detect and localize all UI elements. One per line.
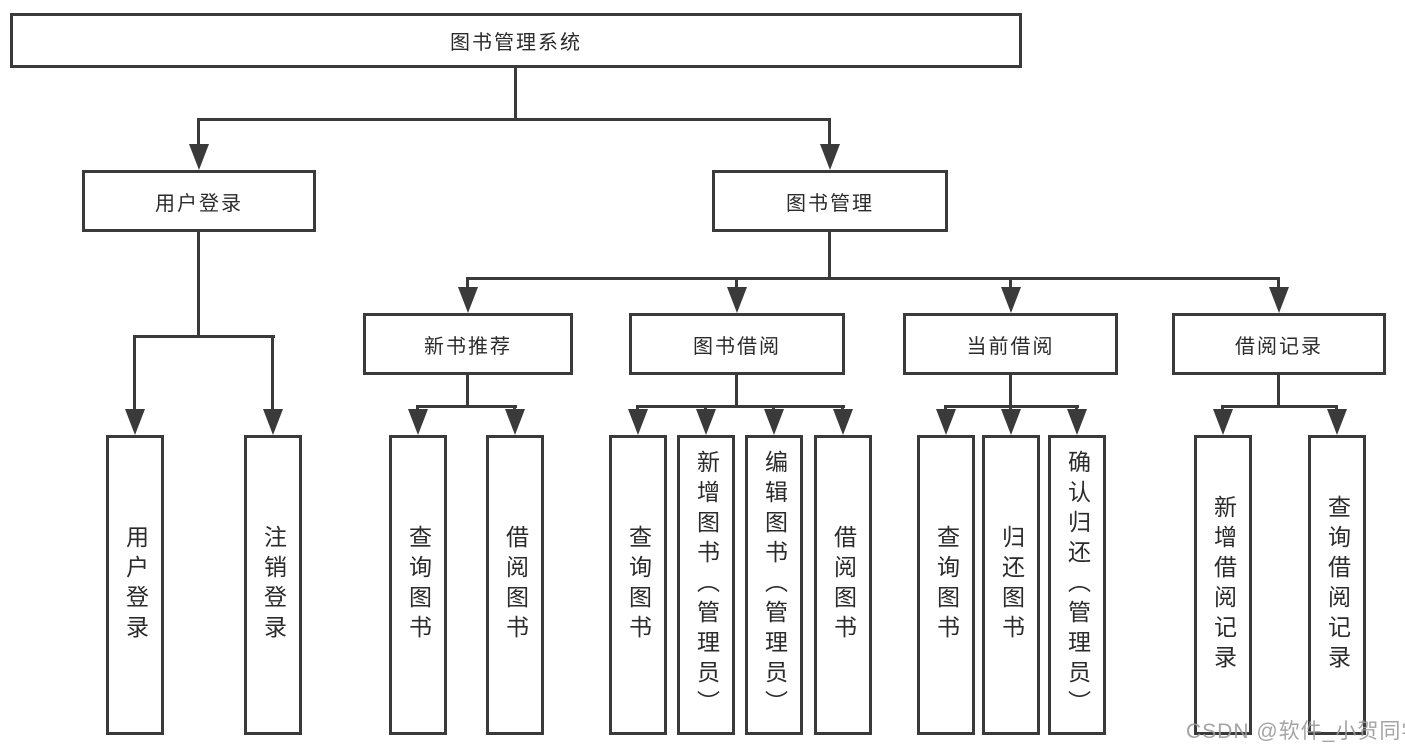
leaf-borrow-books-1-label: 借阅图书: [502, 525, 529, 645]
arrow-down-icon: [1327, 409, 1347, 435]
leaf-query-books-1: 查询图书: [389, 435, 447, 735]
arrow-down-icon: [189, 144, 209, 170]
node-book-borrow-label: 图书借阅: [693, 335, 781, 358]
leaf-query-books-2-label: 查询图书: [625, 525, 652, 645]
leaf-edit-books-admin: 编辑图书（管理员）: [745, 435, 803, 735]
leaf-borrow-books-1: 借阅图书: [486, 435, 544, 735]
node-new-book-recommend-label: 新书推荐: [424, 335, 512, 358]
connector-stem-leaf: [1009, 405, 1012, 412]
leaf-confirm-return-admin-label: 确认归还（管理员）: [1064, 450, 1091, 720]
leaf-add-books-admin: 新增图书（管理员）: [677, 435, 735, 735]
arrow-down-icon: [1213, 409, 1233, 435]
leaf-user-login: 用户登录: [106, 435, 164, 735]
arrow-down-icon: [125, 409, 145, 435]
arrow-down-icon: [936, 409, 956, 435]
connector-root-drop: [514, 68, 517, 118]
connector-stem-level3: [466, 277, 469, 290]
leaf-query-books-3-label: 查询图书: [933, 525, 960, 645]
connector-stem-leaf: [944, 405, 947, 412]
leaf-borrow-books-2-label: 借阅图书: [830, 525, 857, 645]
node-user-login-label: 用户登录: [155, 192, 243, 215]
connector-root-rail: [198, 118, 831, 121]
connector-borrow-records-rail: [1221, 405, 1338, 408]
arrow-down-icon: [628, 409, 648, 435]
node-borrow-records-label: 借阅记录: [1235, 335, 1323, 358]
leaf-return-books: 归还图书: [982, 435, 1040, 735]
connector-stem-leaf: [704, 405, 707, 412]
arrow-down-icon: [408, 409, 428, 435]
connector-stem-level3: [735, 277, 738, 290]
connector-stem-leaf: [1221, 405, 1224, 412]
arrow-down-icon: [1269, 287, 1289, 313]
arrow-down-icon: [764, 409, 784, 435]
leaf-borrow-books-2: 借阅图书: [814, 435, 872, 735]
node-current-borrow: 当前借阅: [903, 313, 1118, 375]
connector-book-borrow-drop: [735, 375, 738, 405]
connector-new-book-drop: [466, 375, 469, 405]
node-borrow-records: 借阅记录: [1172, 313, 1386, 375]
arrow-down-icon: [505, 409, 525, 435]
node-current-borrow-label: 当前借阅: [966, 335, 1055, 358]
leaf-return-books-label: 归还图书: [998, 525, 1025, 645]
connector-new-book-rail: [416, 405, 517, 408]
leaf-query-books-1-label: 查询图书: [405, 525, 432, 645]
arrow-down-icon: [1001, 409, 1021, 435]
connector-stem-leaf: [1075, 405, 1078, 412]
node-user-login: 用户登录: [82, 170, 316, 232]
connector-stem-leaf: [636, 405, 639, 412]
leaf-edit-books-admin-label: 编辑图书（管理员）: [761, 450, 788, 720]
leaf-add-borrow-record: 新增借阅记录: [1194, 435, 1252, 735]
leaf-logout-label: 注销登录: [260, 525, 287, 645]
connector-stem-level3: [1277, 277, 1280, 290]
node-new-book-recommend: 新书推荐: [363, 313, 573, 375]
connector-stem-book-management: [828, 118, 831, 147]
connector-stem-leaf: [416, 405, 419, 412]
connector-book-management-rail: [466, 277, 1280, 280]
node-book-management: 图书管理: [712, 170, 948, 232]
arrow-down-icon: [263, 409, 283, 435]
connector-stem-leaf: [513, 405, 516, 412]
connector-stem-user-login: [197, 118, 200, 147]
connector-book-borrow-rail: [636, 405, 845, 408]
arrow-down-icon: [1067, 409, 1087, 435]
leaf-add-borrow-record-label: 新增借阅记录: [1210, 495, 1237, 675]
arrow-down-icon: [833, 409, 853, 435]
leaf-logout: 注销登录: [244, 435, 302, 735]
leaf-query-borrow-record-label: 查询借阅记录: [1324, 495, 1351, 675]
arrow-down-icon: [458, 287, 478, 313]
leaf-confirm-return-admin: 确认归还（管理员）: [1048, 435, 1106, 735]
connector-book-management-drop: [828, 232, 831, 277]
leaf-user-login-label: 用户登录: [122, 525, 149, 645]
connector-user-login-rail: [133, 335, 275, 338]
arrow-down-icon: [820, 144, 840, 170]
node-library-management-system: 图书管理系统: [10, 13, 1022, 68]
leaf-add-books-admin-label: 新增图书（管理员）: [693, 450, 720, 720]
connector-current-borrow-drop: [1009, 375, 1012, 405]
node-library-management-system-label: 图书管理系统: [450, 32, 582, 54]
node-book-management-label: 图书管理: [786, 192, 874, 215]
node-book-borrow: 图书借阅: [629, 313, 845, 375]
leaf-query-borrow-record: 查询借阅记录: [1308, 435, 1366, 735]
leaf-query-books-3: 查询图书: [917, 435, 975, 735]
connector-stem-level3: [1009, 277, 1012, 290]
arrow-down-icon: [727, 287, 747, 313]
csdn-watermark: CSDN @软件_小贺同学: [1186, 720, 1405, 743]
connector-stem-leaf: [271, 335, 274, 412]
connector-borrow-records-drop: [1277, 375, 1280, 405]
connector-user-login-drop: [197, 232, 200, 335]
arrow-down-icon: [696, 409, 716, 435]
leaf-query-books-2: 查询图书: [609, 435, 667, 735]
connector-stem-leaf: [841, 405, 844, 412]
connector-stem-leaf: [133, 335, 136, 412]
connector-stem-leaf: [1335, 405, 1338, 412]
arrow-down-icon: [1001, 287, 1021, 313]
connector-stem-leaf: [772, 405, 775, 412]
